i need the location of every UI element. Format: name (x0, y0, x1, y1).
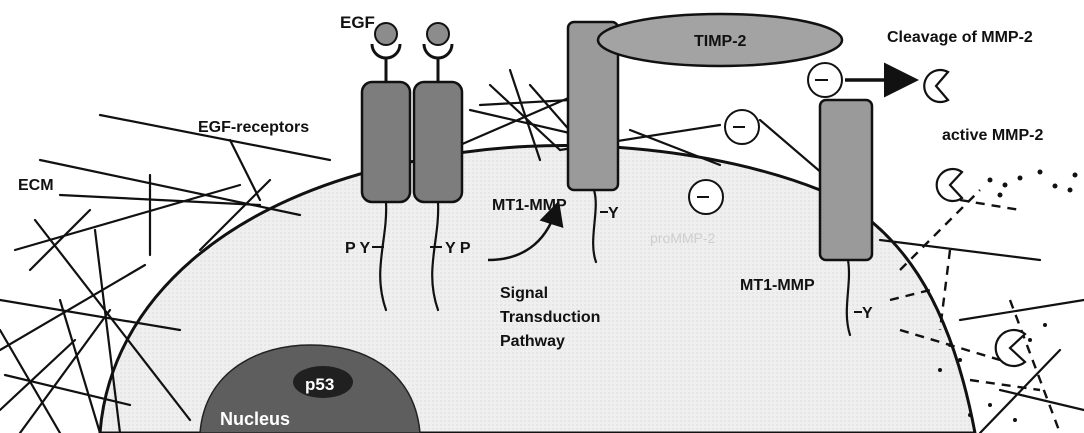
active-mmp2-icon (937, 169, 962, 201)
egf-ligand-right (424, 23, 452, 84)
cleaved-mmp2-icon (924, 70, 948, 102)
nucleus-label: Nucleus (220, 409, 290, 429)
y-left-mmp-label: Y (608, 205, 619, 222)
mt1-mmp-right-label: MT1-MMP (740, 277, 815, 294)
py-left-label: P Y (345, 240, 371, 257)
active-mmp2-label: active MMP-2 (942, 127, 1043, 144)
y-right-mmp-label: Y (862, 305, 873, 322)
faint-watermark: proMMP-2 (650, 230, 716, 246)
egf-ligand-left (372, 23, 400, 84)
yp-right-label: Y P (445, 240, 471, 257)
egf-receptor-right (414, 82, 462, 202)
signal-label-1: Signal (500, 285, 548, 302)
signal-label-3: Pathway (500, 333, 565, 350)
active-mmp2-icon-lower (996, 330, 1025, 366)
mt1-mmp-left-label: MT1-MMP (492, 197, 567, 214)
mt1-mmp-right (820, 100, 872, 260)
signal-label-2: Transduction (500, 309, 600, 326)
egf-label: EGF (340, 13, 375, 32)
p53-label: p53 (305, 375, 334, 394)
cleavage-label: Cleavage of MMP-2 (887, 29, 1033, 46)
timp2-label: TIMP-2 (694, 33, 747, 50)
egf-receptors-label: EGF-receptors (198, 119, 309, 136)
egf-receptor-left (362, 82, 410, 202)
ecm-label: ECM (18, 177, 54, 194)
